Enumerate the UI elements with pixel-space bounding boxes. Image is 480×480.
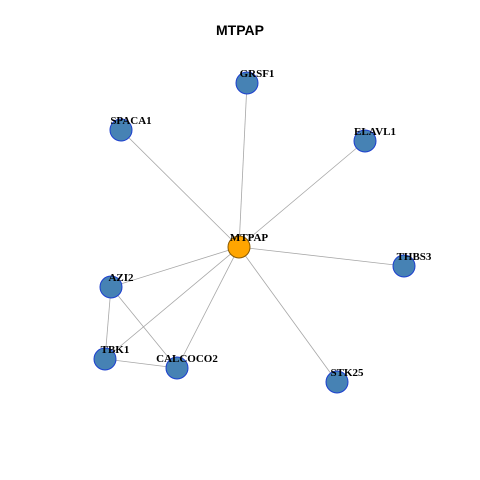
node-label-stk25: STK25 — [330, 367, 364, 379]
edge-mtpap-stk25 — [238, 246, 338, 383]
node-label-thbs3: THBS3 — [397, 251, 432, 263]
node-grsf1[interactable] — [235, 71, 259, 95]
edge-mtpap-elavl1 — [238, 140, 366, 248]
edge-mtpap-tbk1 — [104, 246, 240, 360]
node-label-azi2: AZI2 — [108, 272, 134, 284]
node-label-calcoco2: CALCOCO2 — [156, 353, 218, 365]
node-stk25[interactable] — [325, 370, 349, 394]
node-mtpap[interactable] — [227, 235, 251, 259]
node-label-elavl1: ELAVL1 — [354, 126, 396, 138]
edge-mtpap-thbs3 — [238, 246, 405, 267]
node-azi2[interactable] — [99, 275, 123, 299]
node-thbs3[interactable] — [392, 254, 416, 278]
edge-mtpap-azi2 — [110, 246, 240, 288]
node-spaca1[interactable] — [109, 118, 133, 142]
node-elavl1[interactable] — [353, 129, 377, 153]
edge-mtpap-spaca1 — [120, 129, 240, 248]
node-label-grsf1: GRSF1 — [240, 68, 275, 80]
node-label-mtpap: MTPAP — [230, 232, 269, 244]
edge-mtpap-calcoco2 — [176, 246, 240, 369]
node-calcoco2[interactable] — [165, 356, 189, 380]
label-layer: MTPAP GRSF1SPACA1ELAVL1THBS3AZI2TBK1CALCO… — [101, 68, 432, 379]
edge-azi2-calcoco2 — [110, 286, 178, 369]
edge-mtpap-grsf1 — [238, 82, 248, 248]
graph-title: MTPAP — [216, 22, 264, 38]
edge-tbk1-calcoco2 — [104, 358, 178, 369]
edge-azi2-tbk1 — [104, 286, 112, 360]
node-tbk1[interactable] — [93, 347, 117, 371]
node-label-spaca1: SPACA1 — [110, 115, 151, 127]
node-label-tbk1: TBK1 — [101, 344, 130, 356]
edge-layer — [104, 82, 405, 383]
node-layer — [93, 71, 416, 394]
